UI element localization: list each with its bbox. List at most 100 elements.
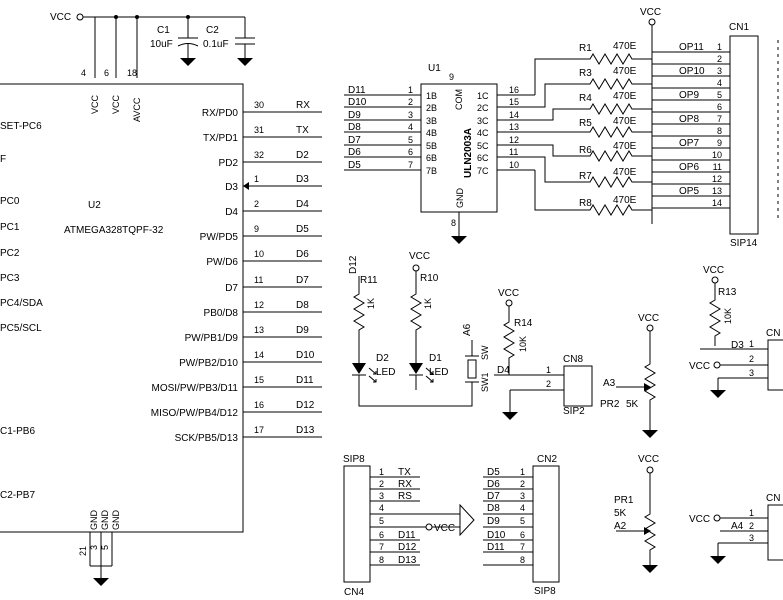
capacitor-c2: C2 0.1uF	[203, 17, 255, 66]
resistor: R5 470E	[575, 116, 652, 138]
resistor-bank: R1 470E R3 470E R4 470E R5 470E R6 470E …	[575, 41, 652, 216]
gnd-symbol	[642, 430, 658, 438]
u2-right-pin: 11 D7 D7	[225, 275, 322, 294]
svg-text:SIP8: SIP8	[343, 454, 365, 465]
svg-text:7: 7	[408, 160, 413, 170]
svg-text:6: 6	[717, 102, 722, 112]
svg-text:470E: 470E	[613, 91, 637, 102]
cn2-pin: 4D8	[483, 503, 533, 515]
svg-text:1: 1	[749, 339, 754, 349]
resistor: R6 470E	[575, 141, 652, 162]
u1-input-pin: D11 1 1B	[344, 85, 437, 101]
svg-text:5K: 5K	[626, 399, 639, 410]
svg-text:10: 10	[509, 160, 519, 170]
svg-text:3: 3	[520, 491, 525, 501]
c1-ref: C1	[157, 25, 170, 36]
vcc-label: VCC	[50, 12, 71, 23]
svg-text:11: 11	[713, 162, 722, 172]
u2-right-pin: 16 MISO/PW/PB4/D12 D12	[151, 400, 322, 419]
svg-text:32: 32	[254, 150, 264, 160]
svg-text:MOSI/PW/PB3/D11: MOSI/PW/PB3/D11	[151, 383, 238, 394]
u2-pin-name: VCC	[111, 94, 121, 114]
svg-text:SIP8: SIP8	[534, 586, 556, 597]
svg-text:7: 7	[379, 542, 384, 552]
svg-text:CN2: CN2	[537, 454, 557, 465]
cn2-pin: 2D6	[483, 479, 533, 490]
svg-text:4: 4	[717, 78, 722, 88]
svg-text:D7: D7	[296, 275, 309, 286]
capacitor-c1: C1 10uF	[150, 17, 199, 66]
svg-text:D5: D5	[348, 160, 361, 171]
svg-text:13: 13	[509, 122, 519, 132]
svg-text:470E: 470E	[613, 116, 637, 127]
svg-text:D3: D3	[225, 182, 238, 193]
svg-text:GND: GND	[89, 510, 99, 531]
svg-text:14: 14	[254, 350, 264, 360]
cn4-pin: 4	[370, 503, 460, 515]
svg-text:3: 3	[408, 110, 413, 120]
u2-right-pin: 14 PW/PB2/D10 D10	[179, 350, 322, 369]
svg-text:RS: RS	[398, 491, 412, 502]
svg-text:R5: R5	[579, 118, 592, 129]
svg-text:D3: D3	[731, 340, 744, 351]
cn2-body	[532, 465, 560, 583]
cn-right-bottom: VCC 1 A4 2 3 CN	[689, 493, 783, 564]
u1-com-label: COM	[454, 89, 464, 110]
svg-text:CN: CN	[766, 493, 780, 504]
svg-text:SCK/PB5/D13: SCK/PB5/D13	[175, 433, 239, 444]
gnd-symbol	[642, 565, 658, 573]
svg-text:PW/PD5: PW/PD5	[200, 232, 239, 243]
u2-right-pin: 15 MOSI/PW/PB3/D11 D11	[151, 375, 322, 394]
svg-text:VCC: VCC	[638, 313, 659, 324]
u1-output-pin: 2C 15	[477, 97, 535, 113]
resistor: R3 470E	[575, 66, 652, 90]
u2-part: ATMEGA328TQPF-32	[64, 225, 164, 236]
svg-text:VCC: VCC	[703, 265, 724, 276]
svg-text:31: 31	[254, 125, 264, 135]
switch-sw1: A6 SW SW1	[462, 323, 490, 392]
svg-text:2: 2	[254, 199, 259, 209]
svg-text:3: 3	[749, 368, 754, 378]
svg-text:30: 30	[254, 100, 264, 110]
svg-text:D11: D11	[296, 375, 314, 386]
cn2-pin: 1D5	[483, 467, 533, 478]
svg-text:VCC: VCC	[434, 523, 455, 534]
u1-input-pin: D10 2 2B	[344, 97, 437, 113]
resistor: R1 470E	[575, 41, 652, 65]
u2-right-pin: 9 PW/PD5 D5	[200, 224, 322, 243]
svg-text:1: 1	[749, 508, 754, 518]
svg-text:VCC: VCC	[409, 251, 430, 262]
svg-text:1: 1	[379, 467, 384, 477]
u2-pin-num: 6	[104, 68, 109, 78]
svg-text:LED: LED	[376, 367, 395, 378]
svg-text:3: 3	[89, 545, 99, 550]
svg-text:D13: D13	[398, 555, 417, 566]
u2-left-label: PC2	[0, 248, 20, 259]
svg-text:D7: D7	[487, 491, 500, 502]
gnd-symbol	[710, 556, 726, 564]
u2-pin-num: 18	[127, 68, 137, 78]
svg-text:2: 2	[749, 521, 754, 531]
svg-text:PW/D6: PW/D6	[206, 257, 238, 268]
svg-text:SW1: SW1	[480, 372, 490, 392]
svg-text:1: 1	[520, 467, 525, 477]
svg-text:1: 1	[546, 365, 551, 375]
svg-text:6: 6	[408, 147, 413, 157]
svg-text:LED: LED	[429, 367, 448, 378]
gnd-symbol	[502, 412, 518, 420]
u1-input-pin: D8 4 4B	[344, 122, 437, 138]
svg-text:D4: D4	[296, 199, 309, 210]
svg-text:13: 13	[254, 325, 264, 335]
led-return-wire	[358, 390, 473, 407]
svg-text:GND: GND	[100, 510, 110, 531]
u2-right-pin: 10 PW/D6 D6	[206, 249, 322, 268]
u1-output-pin: 4C 13	[477, 122, 535, 138]
svg-text:11: 11	[254, 275, 263, 285]
svg-text:10K: 10K	[723, 308, 733, 324]
vcc-terminal	[76, 13, 84, 21]
